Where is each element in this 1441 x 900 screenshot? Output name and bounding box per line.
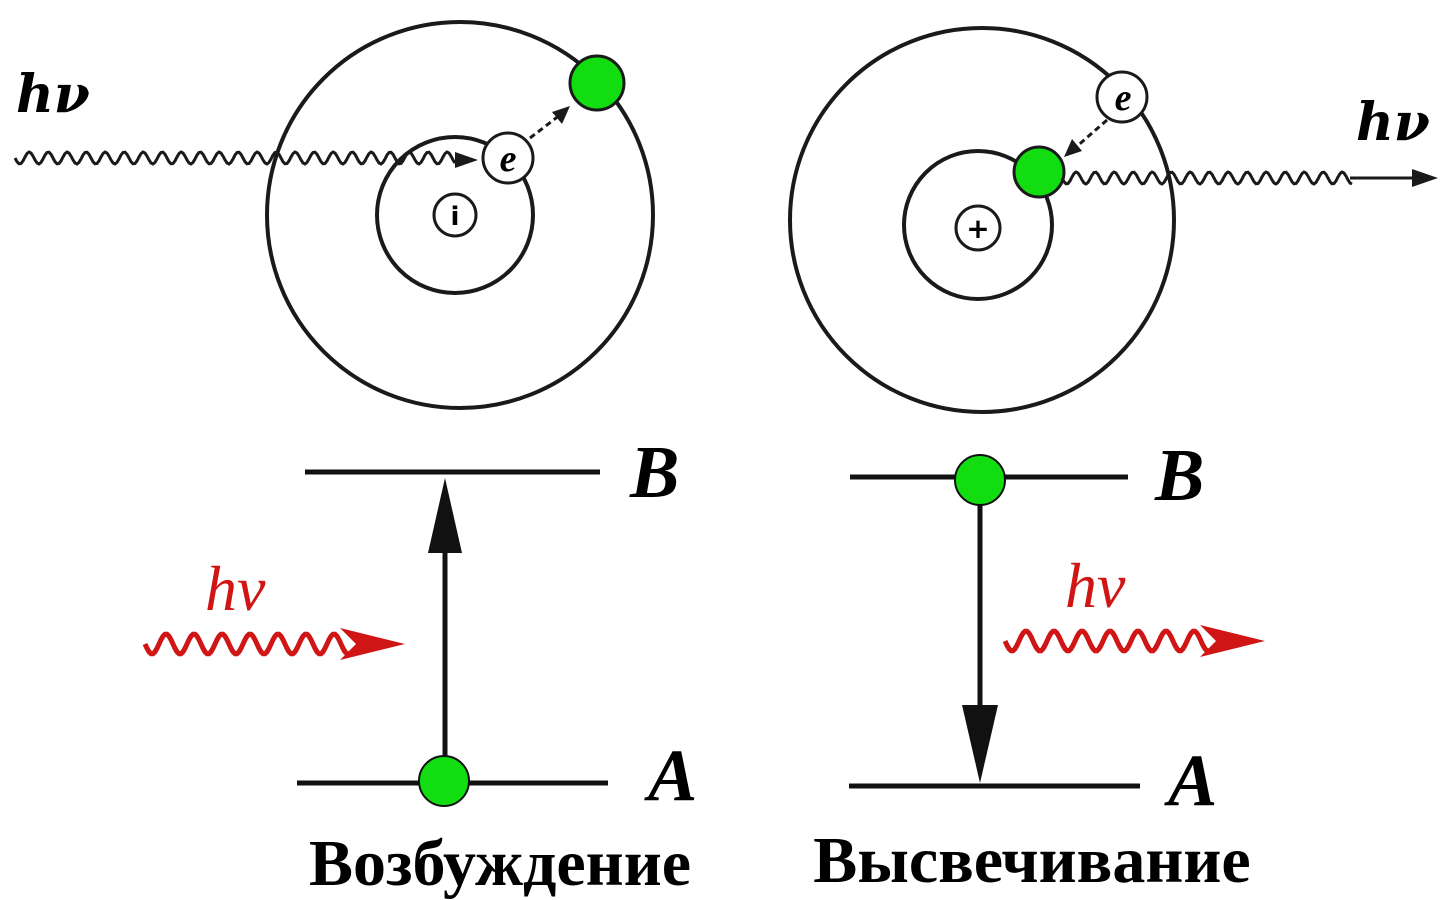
right-outer-orbit (788, 26, 1176, 414)
left-jump-arrow (529, 113, 561, 140)
right-atom: + e hν (788, 26, 1438, 414)
left-transition-arrowhead (428, 478, 462, 553)
left-ground-electron-dot (418, 755, 470, 807)
right-red-photon-arrowhead (1200, 625, 1265, 657)
left-level-a-label: A (644, 735, 697, 817)
left-atom: i hν e (13, 20, 655, 410)
left-nucleus (432, 192, 478, 238)
left-incoming-photon-wave (13, 150, 457, 166)
right-energy-diagram: B A hν Высвечивание (813, 435, 1265, 897)
left-photon-label: hν (16, 64, 90, 125)
right-transition-arrowhead (962, 705, 998, 783)
right-level-a-label: A (1164, 740, 1217, 822)
left-electron-e (481, 131, 535, 185)
right-return-arrowhead (1064, 139, 1082, 157)
left-red-photon-label: hν (205, 553, 266, 624)
right-photon-label: hν (1356, 92, 1430, 153)
right-relaxed-electron-dot (1012, 145, 1066, 199)
left-photon-arrowhead (455, 152, 478, 168)
right-electron-label: e (1115, 77, 1132, 119)
left-inner-orbit (375, 135, 535, 295)
left-red-photon-arrowhead (340, 628, 405, 660)
left-outer-orbit (265, 20, 655, 410)
left-red-photon-wave (142, 631, 349, 657)
left-energy-diagram: B A hν Возбуждение (142, 432, 697, 900)
left-caption: Возбуждение (309, 827, 691, 900)
left-electron-label: e (500, 138, 517, 180)
right-red-photon-label: hν (1065, 550, 1126, 621)
left-nucleus-label: i (451, 202, 460, 232)
right-red-photon-wave (1002, 628, 1209, 654)
right-caption: Высвечивание (813, 824, 1250, 897)
right-excited-electron-dot (954, 454, 1006, 506)
right-outgoing-photon-wave (1060, 170, 1353, 186)
right-electron-e (1095, 70, 1149, 124)
right-nucleus (954, 204, 1002, 252)
right-photon-arrowhead (1412, 169, 1438, 187)
left-excited-electron-dot (568, 54, 626, 112)
right-nucleus-label: + (966, 212, 989, 245)
left-jump-arrowhead (552, 106, 570, 124)
right-return-arrow (1074, 118, 1108, 150)
left-level-b-label: B (629, 432, 679, 514)
right-inner-orbit (902, 149, 1054, 301)
right-level-b-label: B (1154, 435, 1204, 517)
